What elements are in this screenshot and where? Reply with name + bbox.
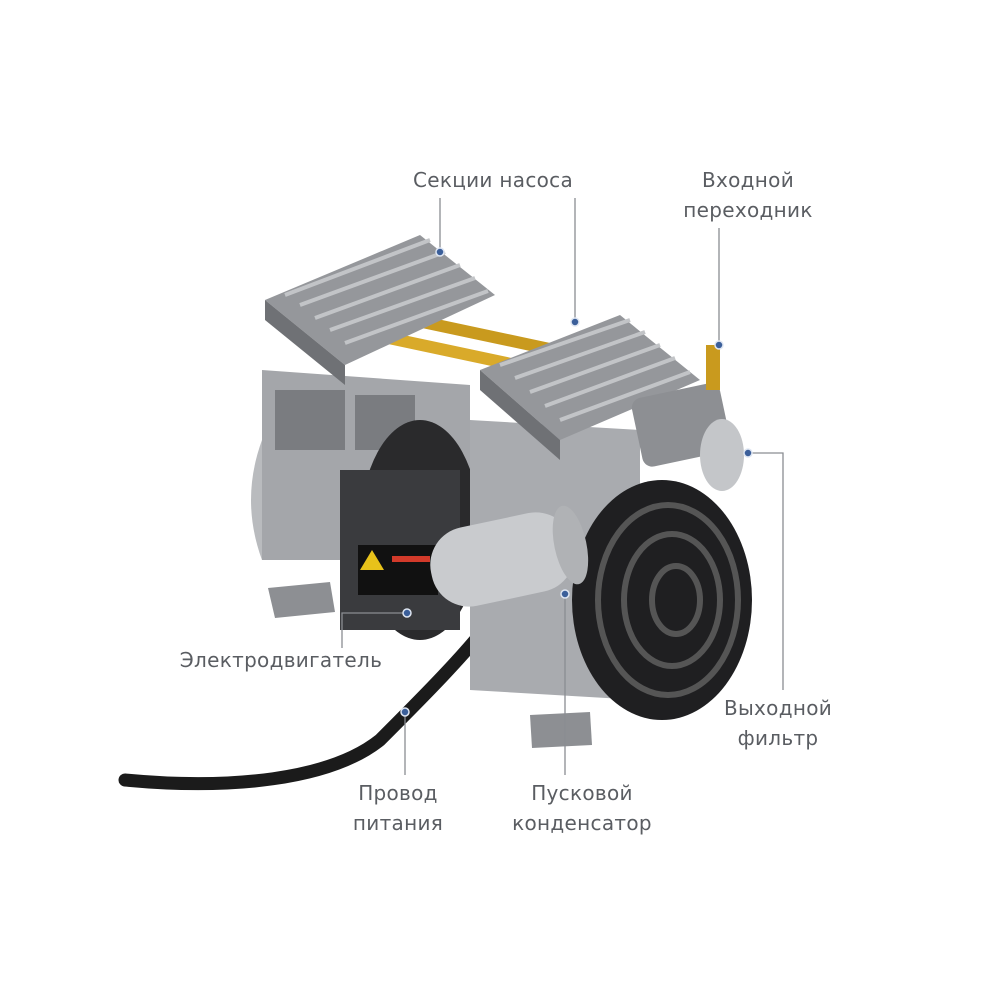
label-motor: Электродвигатель (179, 648, 383, 672)
label-start-capacitor: Пусковой конденсатор (497, 778, 667, 838)
label-inlet-adapter: Входной переходник (670, 165, 826, 225)
label-line: фильтр (737, 726, 819, 750)
label-line: переходник (683, 198, 813, 222)
marker-dots (400, 247, 753, 717)
label-line: конденсатор (512, 811, 652, 835)
label-line: Выходной (723, 696, 833, 720)
leader-lines (341, 198, 784, 775)
label-pump-sections: Секции насоса (412, 168, 574, 192)
label-power-cord: Провод питания (340, 778, 456, 838)
label-line: питания (352, 811, 444, 835)
label-line: Входной (701, 168, 795, 192)
label-line: Пусковой (531, 781, 633, 805)
label-line: Провод (358, 781, 438, 805)
power-cord (118, 608, 502, 791)
label-outlet-filter: Выходной фильтр (710, 693, 846, 753)
